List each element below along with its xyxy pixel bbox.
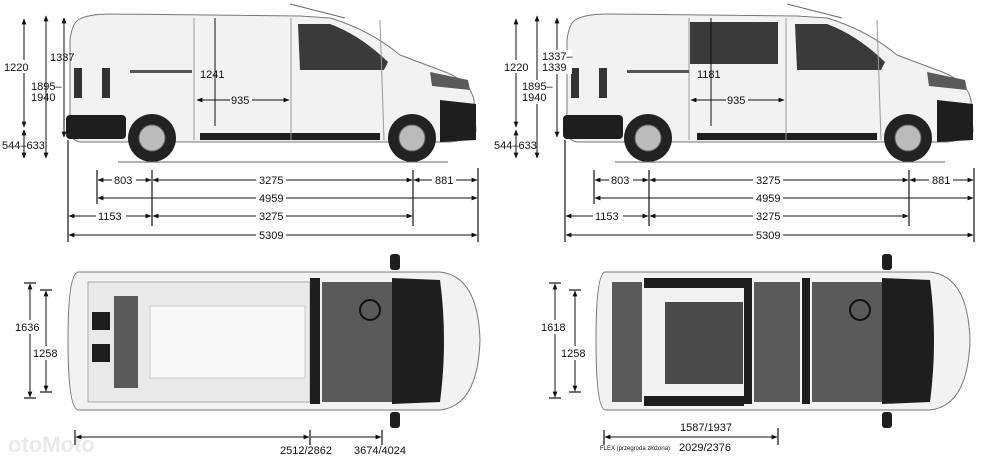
load-height-label: 1220 — [504, 62, 528, 74]
side-door-height-label: 1181 — [697, 69, 721, 81]
right-van-top-view — [595, 254, 971, 428]
load-height-label: 1220 — [4, 62, 28, 74]
wheelbase-label-2: 3275 — [259, 211, 283, 223]
left-side-dimensions: 1220 1895– 1940 1337 544–633 1241 935 80… — [2, 15, 479, 242]
wheelbase-label: 3275 — [756, 175, 780, 187]
side-door-width-label: 935 — [727, 95, 745, 107]
side-door-width-label: 935 — [231, 95, 249, 107]
length-short-label: 4959 — [756, 193, 780, 205]
front-overhang-label: 881 — [932, 175, 950, 187]
right-side-dimensions: 1220 1895– 1940 1337– 1339 544–633 1181 … — [494, 15, 975, 242]
cargo-width-label: 1618 — [541, 322, 565, 334]
width-between-arches-label: 1258 — [561, 348, 585, 360]
overall-height-label-2: 1940 — [31, 92, 55, 104]
floor-length-label: 1587/1937 — [680, 422, 732, 434]
overall-height-label: 1895– — [522, 81, 553, 93]
sill-height-label: 544–633 — [2, 140, 45, 152]
length-long-label: 5309 — [259, 230, 283, 242]
right-van-side-view — [563, 3, 974, 163]
cargo-width-label: 1636 — [15, 322, 39, 334]
side-door-height-label: 1241 — [200, 69, 224, 81]
rear-overhang-long-label: 1153 — [98, 211, 122, 223]
left-van-top-view — [67, 254, 481, 428]
width-between-arches-label: 1258 — [33, 348, 57, 360]
length-short-label: 4959 — [259, 193, 283, 205]
mirror-icon — [390, 254, 400, 270]
rear-overhang-label: 803 — [114, 175, 132, 187]
front-overhang-label: 881 — [435, 175, 453, 187]
rear-overhang-label: 803 — [611, 175, 629, 187]
left-top-dimensions: 1636 1258 2512/2862 3674/4024 — [14, 282, 406, 457]
mirror-icon — [882, 412, 892, 428]
overall-height-label-2: 1940 — [522, 92, 546, 104]
flex-label: FLEX (przegroda złożona): — [600, 446, 672, 452]
wheelbase-label-2: 3275 — [756, 211, 780, 223]
flex-length-label: 2029/2376 — [679, 442, 731, 454]
cargo-height-label: 1337– — [542, 51, 573, 63]
left-van-side-view — [66, 3, 477, 163]
wheelbase-label: 3275 — [259, 175, 283, 187]
overall-height-label: 1895– — [31, 81, 62, 93]
cargo-height-label: 1337 — [50, 52, 74, 64]
rear-overhang-long-label: 1153 — [595, 211, 619, 223]
cargo-height-label-2: 1339 — [542, 62, 566, 74]
floor-length-label: 2512/2862 — [280, 445, 332, 457]
watermark: otoMoto — [8, 432, 95, 457]
mirror-icon — [390, 412, 400, 428]
sill-height-label: 544–633 — [494, 140, 537, 152]
floor-length-through-label: 3674/4024 — [354, 445, 406, 457]
length-long-label: 5309 — [756, 230, 780, 242]
right-top-dimensions: 1618 1258 1587/1937 FLEX (przegroda złoż… — [540, 282, 779, 454]
mirror-icon — [882, 254, 892, 270]
